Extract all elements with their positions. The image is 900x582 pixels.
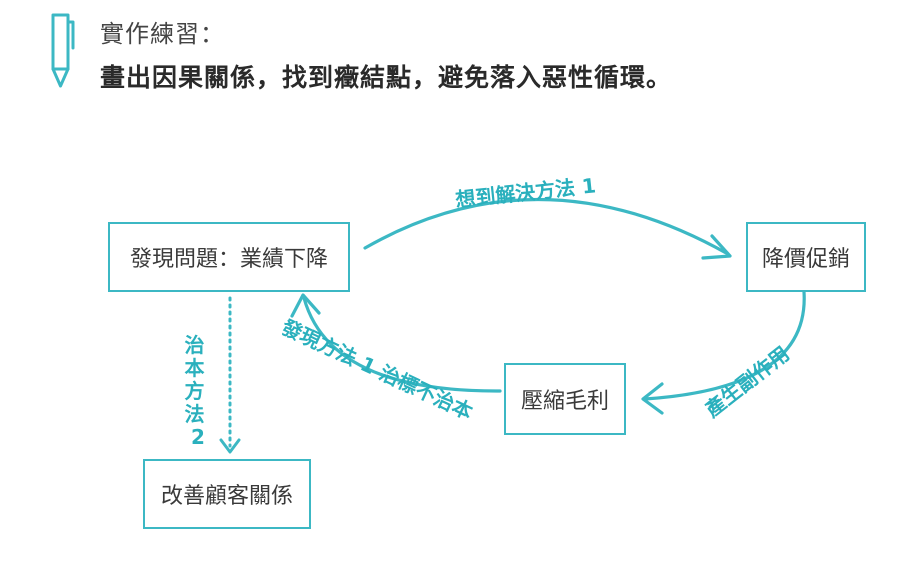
node-discount: 降價促銷 — [746, 222, 866, 292]
arrow-head-margin — [641, 382, 664, 415]
node-relation: 改善顧客關係 — [143, 459, 311, 529]
node-discount-label: 降價促銷 — [761, 247, 850, 272]
node-problem-label: 發現問題：業績下降 — [129, 247, 328, 272]
arrow-discount-to-margin — [643, 290, 806, 401]
arrow-margin-to-problem — [302, 296, 502, 393]
label-found-method-1: 發現方法 1 治標不治本 — [277, 314, 476, 424]
arrow-head-relation — [219, 438, 241, 454]
label-side-effect: 產生副作用 — [700, 341, 794, 421]
node-margin-label: 壓縮毛利 — [520, 389, 609, 414]
arrow-head-problem — [290, 293, 321, 318]
node-relation-label: 改善顧客關係 — [160, 484, 293, 509]
page-title: 畫出因果關係，找到癥結點，避免落入惡性循環。 — [100, 63, 673, 92]
exercise-subtitle: 實作練習： — [100, 20, 225, 48]
node-margin: 壓縮毛利 — [504, 363, 626, 435]
node-problem: 發現問題：業績下降 — [108, 222, 350, 292]
label-solution-1: 想到解決方法 1 — [454, 173, 597, 212]
pen-icon — [51, 13, 75, 88]
label-root-method-2: 治 本 方 法 2 — [185, 333, 212, 449]
arrow-problem-to-discount — [363, 197, 730, 256]
arrow-head-discount — [701, 234, 732, 260]
